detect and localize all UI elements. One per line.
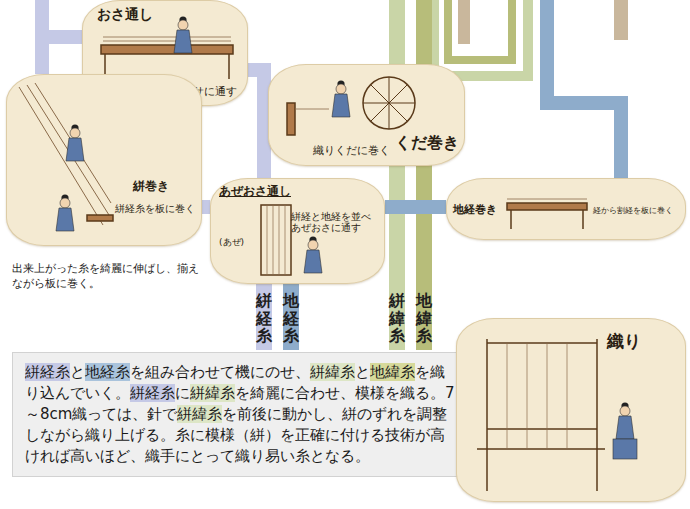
term-highlight: 絣経糸 <box>130 384 175 402</box>
thread-label: 絣緯糸 <box>389 292 405 345</box>
step-card: 織り <box>456 318 686 502</box>
thread-connector <box>385 200 446 214</box>
step-illustration <box>457 319 687 503</box>
thread-band <box>434 0 528 76</box>
thread-connector <box>202 200 210 214</box>
step-caption: 経から割経を板に巻く <box>593 206 673 216</box>
step-caption: 織りくだに巻く <box>313 144 390 157</box>
step-caption: 絣経と地経を並べあぜおさに通す <box>291 211 379 234</box>
thread-band <box>416 0 432 350</box>
part-label: (あぜ) <box>219 237 244 248</box>
thread-label: 絣経糸 <box>256 292 272 345</box>
note-text: 出来上がった糸を綺麗に伸ばし、揃えながら板に巻く。 <box>12 262 207 292</box>
thread-label: 地経糸 <box>283 292 299 345</box>
step-card: 絣巻き絣経糸を板に巻く <box>6 74 202 246</box>
thread-band <box>614 0 628 40</box>
step-title: くだ巻き <box>395 133 459 152</box>
term-highlight: 地緯糸 <box>370 363 415 381</box>
step-card: 地経巻き 経から割経を板に巻く <box>446 178 686 240</box>
description-box: 絣経糸と地経糸を組み合わせて機にのせ、絣緯糸と地緯糸を織り込んでいく。絣経糸に絣… <box>12 352 470 477</box>
description-text: 絣経糸と地経糸を組み合わせて機にのせ、絣緯糸と地緯糸を織り込んでいく。絣経糸に絣… <box>25 362 455 467</box>
thread-band <box>614 96 628 186</box>
thread-band <box>256 280 272 350</box>
step-caption: 絣経糸を板に巻く <box>115 203 195 215</box>
step-title: 地経巻き <box>453 203 497 216</box>
thread-band <box>283 280 299 350</box>
step-title: 織り <box>607 331 641 351</box>
thread-connector <box>248 70 264 178</box>
thread-connector <box>42 37 82 74</box>
term-highlight: 絣緯糸 <box>310 363 355 381</box>
step-illustration <box>7 75 203 247</box>
term-highlight: 絣緯糸 <box>177 405 222 423</box>
thread-band <box>540 0 554 110</box>
step-title: おさ通し <box>97 6 153 23</box>
step-card: くだ巻き織りくだに巻く <box>268 64 465 166</box>
term-highlight: 地経糸 <box>85 363 130 381</box>
step-title: あぜおさ通し <box>219 184 291 198</box>
term-highlight: 絣経糸 <box>25 363 70 381</box>
thread-band <box>448 0 512 60</box>
step-card: あぜおさ通し絣経と地経を並べあぜおさに通す (あぜ) <box>210 178 385 284</box>
thread-label: 地緯糸 <box>416 292 432 345</box>
thread-band <box>458 0 470 44</box>
step-title: 絣巻き <box>133 179 169 193</box>
term-highlight: 絣緯糸 <box>190 384 235 402</box>
thread-band <box>389 0 405 350</box>
